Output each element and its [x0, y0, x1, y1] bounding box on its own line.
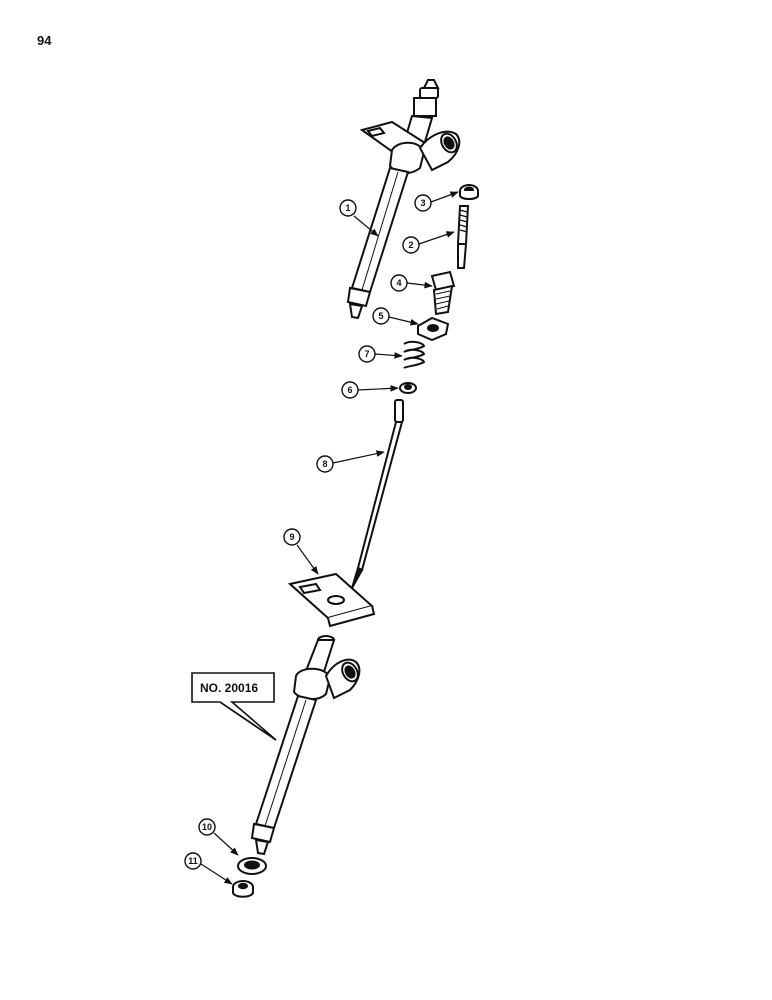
ref-11: 11 — [184, 852, 233, 885]
ref-9: 9 — [283, 528, 319, 575]
leader-arrow — [430, 191, 459, 203]
ref-bubble — [316, 455, 334, 473]
ref-bubble — [283, 528, 301, 546]
leader-arrow — [213, 832, 239, 856]
ref-bubble — [358, 345, 376, 363]
ref-number: 10 — [202, 822, 212, 832]
leader-arrow — [296, 544, 319, 575]
ref-bubble — [390, 274, 408, 292]
ref-5: 5 — [372, 307, 419, 326]
ref-8: 8 — [316, 450, 385, 473]
leader-arrow — [374, 352, 403, 359]
leader-arrow — [357, 385, 399, 392]
ref-bubble — [414, 194, 432, 212]
ref-number: 7 — [364, 349, 369, 359]
ref-number: 5 — [378, 311, 383, 321]
part-5-lock-nut — [417, 316, 450, 342]
ref-number: 4 — [396, 278, 401, 288]
part-3-nut — [459, 184, 479, 200]
lower-injector-assembly — [250, 635, 361, 856]
part-9-bracket-plate — [287, 572, 376, 628]
ref-10: 10 — [198, 818, 239, 856]
ref-bubble — [339, 199, 357, 217]
ref-number: 3 — [420, 198, 425, 208]
callout-box: NO. 20016 — [191, 672, 277, 741]
part-6-seat — [399, 382, 417, 394]
callout-label: NO. 20016 — [200, 681, 258, 695]
ref-3: 3 — [414, 191, 459, 212]
part-8-needle-valve — [351, 399, 404, 589]
ref-2: 2 — [402, 231, 455, 254]
ref-7: 7 — [358, 345, 403, 363]
part-4-cap-nut — [430, 270, 456, 316]
upper-injector-body — [346, 79, 461, 320]
ref-number: 1 — [345, 203, 350, 213]
ref-4: 4 — [390, 274, 433, 292]
ref-bubble — [402, 236, 420, 254]
part-2-adjusting-screw — [456, 205, 470, 269]
ref-number: 2 — [408, 240, 413, 250]
ref-number: 8 — [322, 459, 327, 469]
leader-arrow — [332, 450, 385, 464]
leader-arrow — [200, 863, 233, 885]
part-11-seal — [232, 880, 254, 898]
leader-arrow — [418, 231, 455, 245]
ref-bubble — [341, 381, 359, 399]
ref-bubble — [372, 307, 390, 325]
ref-1: 1 — [339, 199, 379, 237]
page-number: 94 — [37, 33, 52, 48]
ref-6: 6 — [341, 381, 399, 399]
ref-bubble — [198, 818, 216, 836]
part-7-spring — [403, 340, 426, 369]
ref-bubble — [184, 852, 202, 870]
ref-number: 6 — [347, 385, 352, 395]
reference-numbers: 1 2 3 4 5 6 7 8 9 10 11 — [184, 191, 459, 885]
leader-arrow — [406, 281, 433, 289]
leader-arrow — [388, 316, 419, 326]
ref-number: 11 — [188, 856, 198, 866]
ref-number: 9 — [289, 532, 294, 542]
part-10-washer — [237, 857, 267, 875]
leader-arrow — [353, 215, 379, 237]
